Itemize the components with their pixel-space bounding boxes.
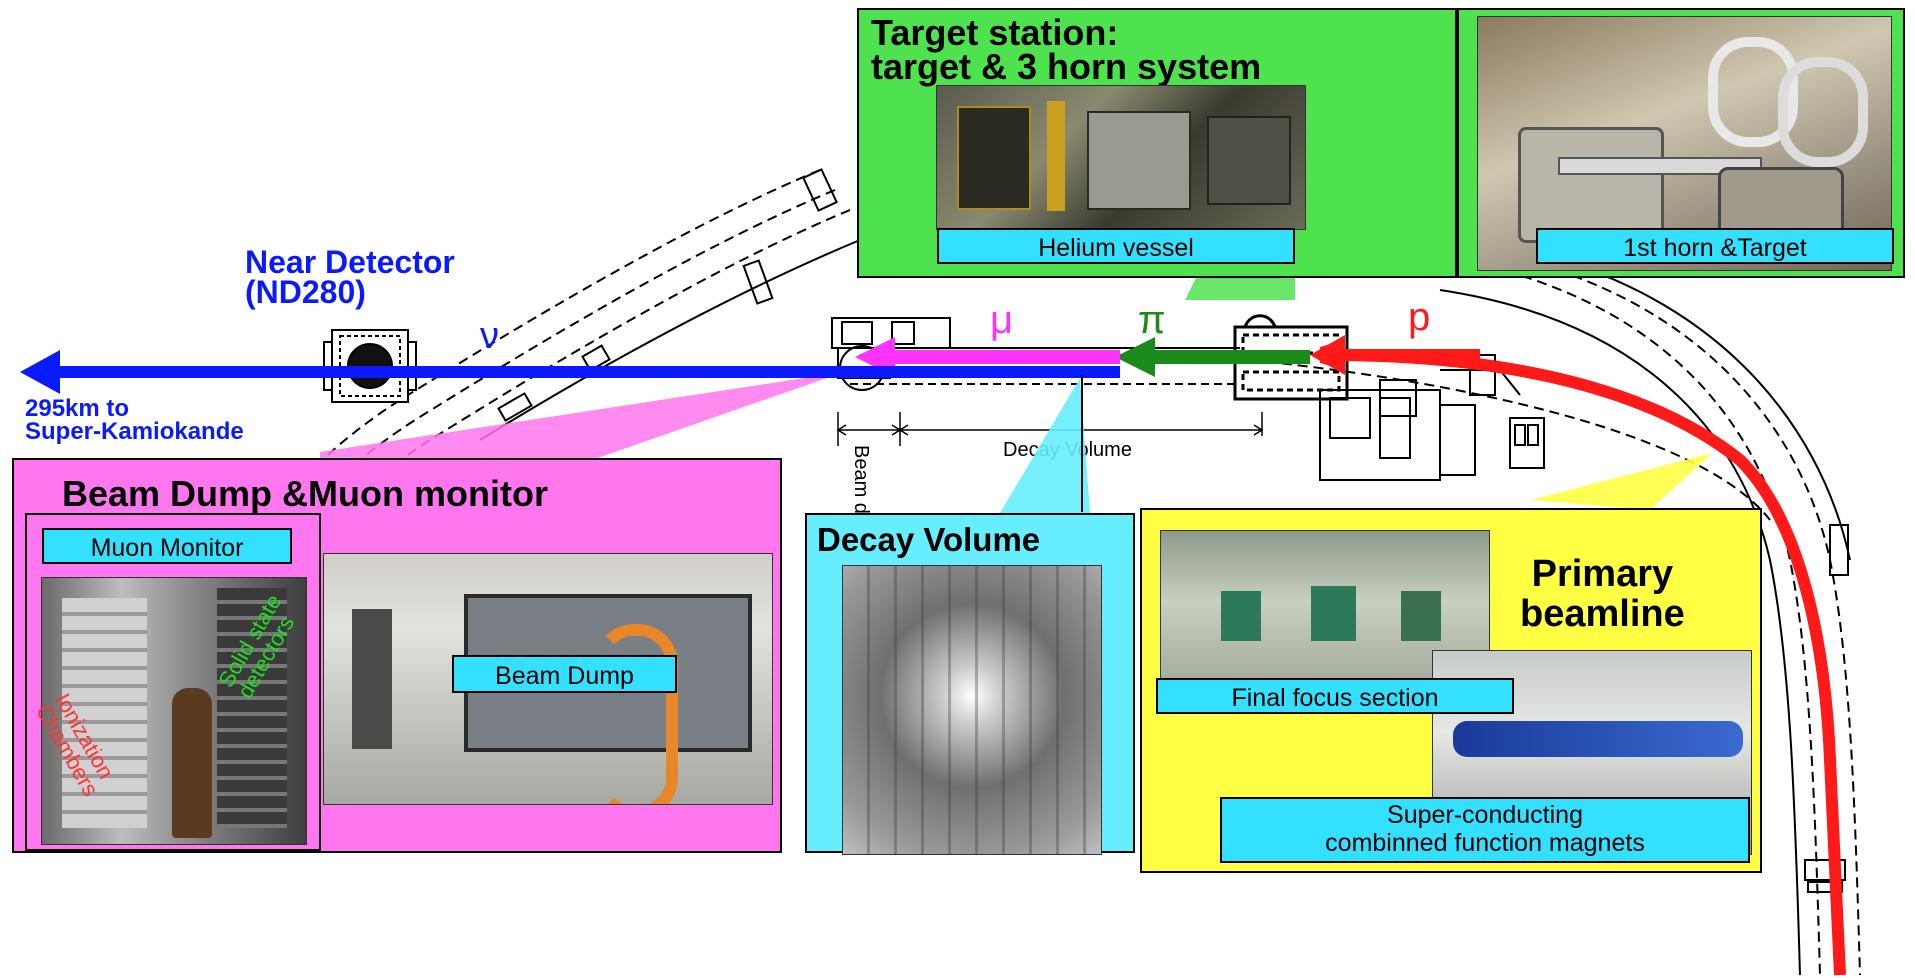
near-detector-line2: (ND280) (245, 274, 366, 311)
decay-volume-panel-title: Decay Volume (817, 521, 1041, 558)
target-station-title-line1: Target station: (871, 12, 1119, 53)
muon-monitor-photo (41, 577, 307, 845)
ff-magnet-b (1311, 586, 1356, 641)
near-detector-title: Near Detector (ND280) (245, 244, 455, 311)
muon-monitor-frame (25, 513, 321, 851)
muon-label: μ (990, 298, 1013, 342)
tunnel-outline-upper-solid (479, 168, 861, 441)
primary-beamline-title: Primary beamline (1520, 553, 1685, 635)
decay-callout-wedge (1000, 378, 1090, 513)
helium-vessel-photo (936, 85, 1306, 230)
primary-callout-wedge (1530, 453, 1712, 510)
muon-monitor-tag: Muon Monitor (42, 528, 292, 564)
helium-vessel-tag: Helium vessel (937, 228, 1295, 264)
destination-label: 295km to Super-Kamiokande (25, 395, 244, 445)
near-detector-line1: Near Detector (245, 244, 455, 280)
ff-magnet-c (1401, 591, 1441, 641)
destination-line1: 295km to (25, 395, 130, 422)
vessel-pipe (1047, 101, 1065, 211)
neutrino-beam (20, 350, 1120, 394)
proton-beam (1310, 335, 1846, 976)
pion-label: π (1138, 298, 1166, 342)
target-rod (1558, 157, 1762, 175)
sc-magnets-line2: combinned function magnets (1325, 828, 1645, 857)
beam-dump-panel-title: Beam Dump &Muon monitor (62, 473, 548, 514)
sc-magnet-string (1453, 721, 1743, 757)
beam-dump-tag: Beam Dump (452, 655, 677, 693)
sc-magnets-line1: Super-conducting (1387, 801, 1583, 829)
neutrino-label: ν (480, 315, 499, 357)
destination-line2: Super-Kamiokande (25, 417, 244, 445)
horn-tube-b (1778, 57, 1868, 167)
target-station-title: Target station: target & 3 horn system (871, 12, 1262, 88)
dump-side-block (352, 609, 392, 749)
orange-cable (594, 624, 678, 804)
first-horn-tag: 1st horn &Target (1536, 228, 1894, 264)
primary-title-line2: beamline (1520, 592, 1685, 635)
pion-beam (1115, 337, 1310, 377)
vessel-module-a (957, 106, 1031, 210)
ionization-chamber-rack (62, 598, 147, 828)
ff-magnet-a (1221, 591, 1261, 641)
sc-magnets-tag: Super-conducting combinned function magn… (1220, 797, 1750, 863)
decay-volume-ribs (843, 566, 1101, 854)
decay-volume-photo (842, 565, 1102, 855)
solid-state-rack (217, 588, 287, 828)
horn-flange (1518, 127, 1664, 243)
final-focus-tag: Final focus section (1156, 678, 1514, 714)
proton-label: p (1408, 295, 1430, 339)
target-station-title-line2: target & 3 horn system (871, 46, 1262, 88)
primary-title-line1: Primary (1531, 553, 1674, 595)
technician (172, 688, 212, 838)
equipment-outlines (831, 317, 1545, 481)
decay-volume-panel: Decay Volume (805, 513, 1135, 855)
vessel-module-b (1087, 111, 1191, 210)
vessel-module-c (1207, 116, 1291, 205)
